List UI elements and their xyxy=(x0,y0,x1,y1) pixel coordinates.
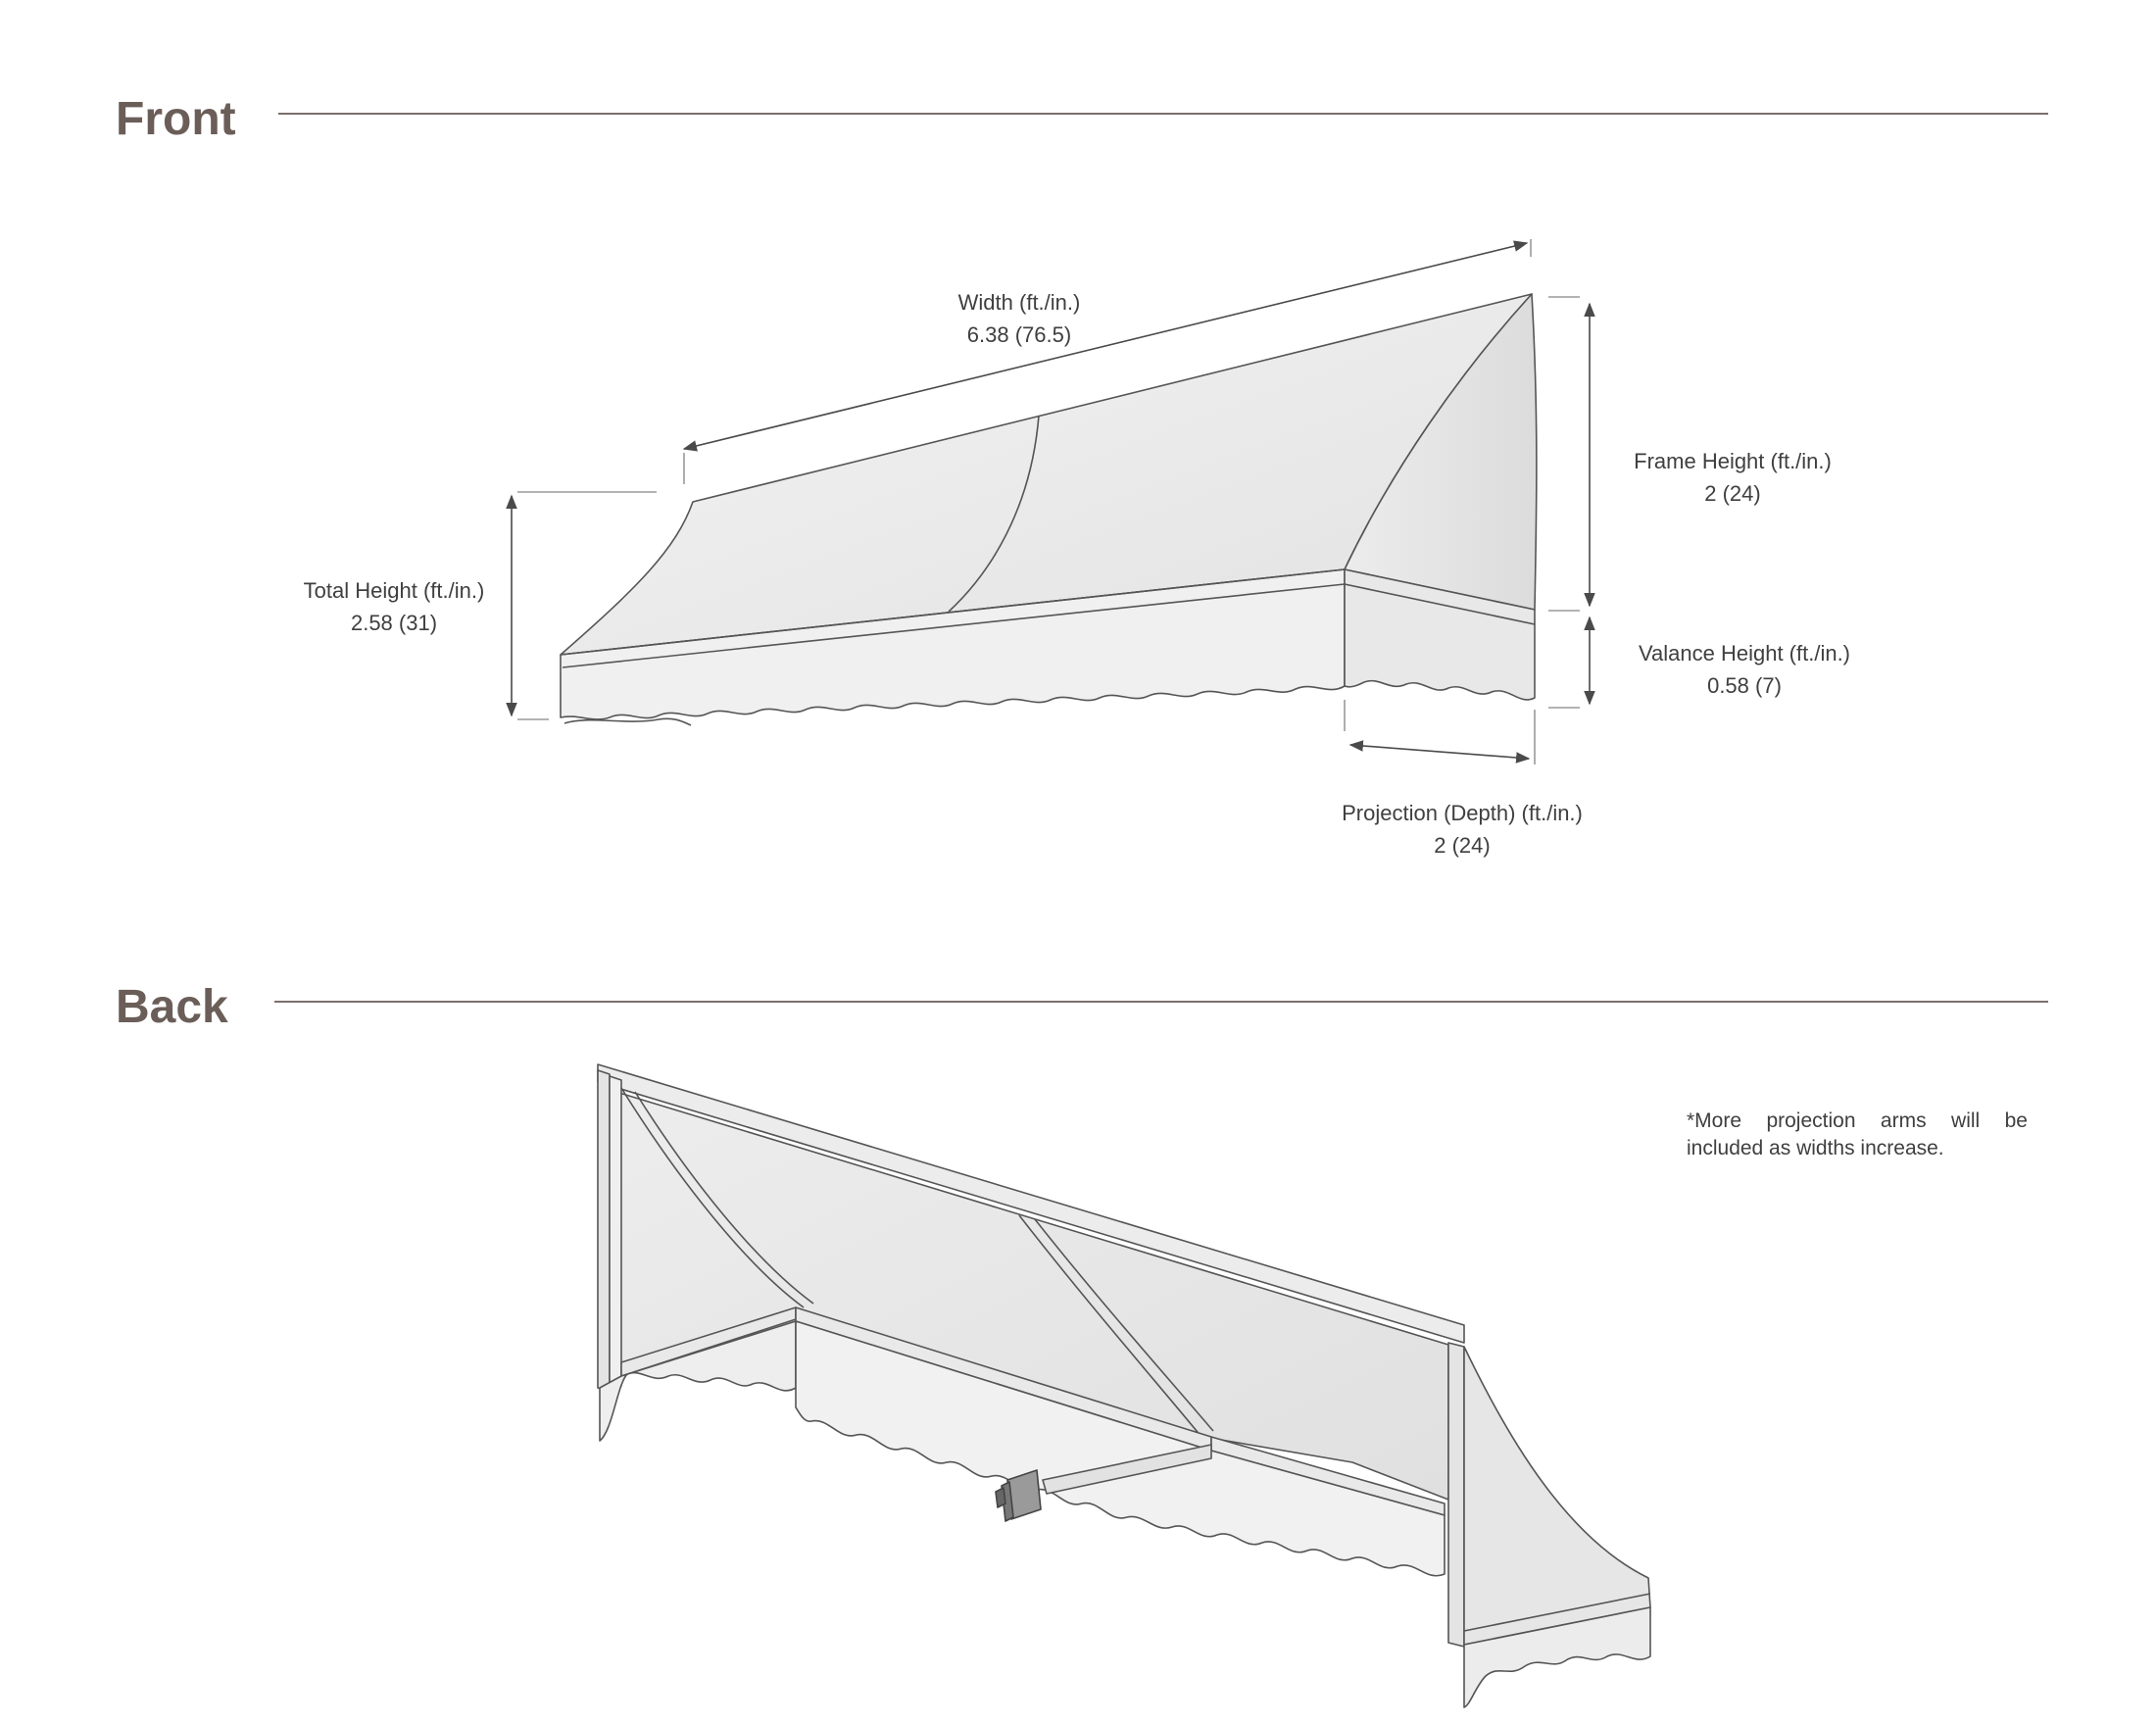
front-section-rule xyxy=(278,113,2048,115)
back-left-rafter-inner xyxy=(634,1091,814,1305)
front-valance xyxy=(560,568,1346,720)
front-section-title: Front xyxy=(116,93,236,145)
back-left-valance xyxy=(599,1320,797,1442)
valance-height-value: 0.58 (7) xyxy=(1707,673,1782,698)
projection-arms-note: *More projection arms will be included a… xyxy=(1687,1109,2028,1159)
back-right-side-panel xyxy=(1463,1346,1651,1646)
width-dimension-label: Width (ft./in.) 6.38 (76.5) xyxy=(921,286,1117,351)
width-label: Width (ft./in.) xyxy=(957,290,1081,315)
back-arm-bracket-tab xyxy=(995,1487,1006,1508)
back-center-rafter-inner xyxy=(1034,1218,1214,1432)
total-height-label: Total Height (ft./in.) xyxy=(303,578,485,603)
back-section-rule xyxy=(274,1001,2048,1003)
front-valance-hem xyxy=(564,717,692,726)
width-value: 6.38 (76.5) xyxy=(966,322,1072,347)
front-side-valance xyxy=(1344,568,1536,701)
back-right-side-valance xyxy=(1463,1606,1651,1708)
back-left-post-inner xyxy=(609,1075,622,1387)
front-side-binding xyxy=(1344,583,1536,625)
back-right-side-binding xyxy=(1463,1593,1651,1632)
back-bottom-valance xyxy=(795,1320,1446,1577)
projection-dimension-line xyxy=(1348,740,1531,764)
frame-height-dimension-label: Frame Height (ft./in.) 2 (24) xyxy=(1617,445,1848,510)
back-projection-arm xyxy=(1042,1444,1212,1495)
frame-height-value: 2 (24) xyxy=(1704,481,1761,506)
back-section-title: Back xyxy=(116,981,228,1033)
front-valance-binding xyxy=(560,568,1346,668)
back-right-post xyxy=(1447,1342,1465,1648)
width-dimension-line xyxy=(682,240,1529,452)
frame-height-label: Frame Height (ft./in.) xyxy=(1634,449,1832,473)
valance-height-label: Valance Height (ft./in.) xyxy=(1638,641,1851,665)
total-height-value: 2.58 (31) xyxy=(350,611,438,635)
back-left-rafter xyxy=(620,1087,805,1308)
front-dimension-lines xyxy=(506,239,1595,764)
projection-value: 2 (24) xyxy=(1434,833,1491,858)
front-awning-drawing xyxy=(560,293,1538,726)
back-awning-drawing xyxy=(597,1063,1651,1708)
back-center-rafter xyxy=(1018,1214,1202,1438)
back-left-post xyxy=(597,1069,611,1393)
valance-height-dimension-label: Valance Height (ft./in.) 0.58 (7) xyxy=(1625,637,1864,702)
projection-dimension-label: Projection (Depth) (ft./in.) 2 (24) xyxy=(1325,797,1599,862)
total-height-dimension-label: Total Height (ft./in.) 2.58 (31) xyxy=(286,574,502,639)
projection-label: Projection (Depth) (ft./in.) xyxy=(1342,801,1583,825)
